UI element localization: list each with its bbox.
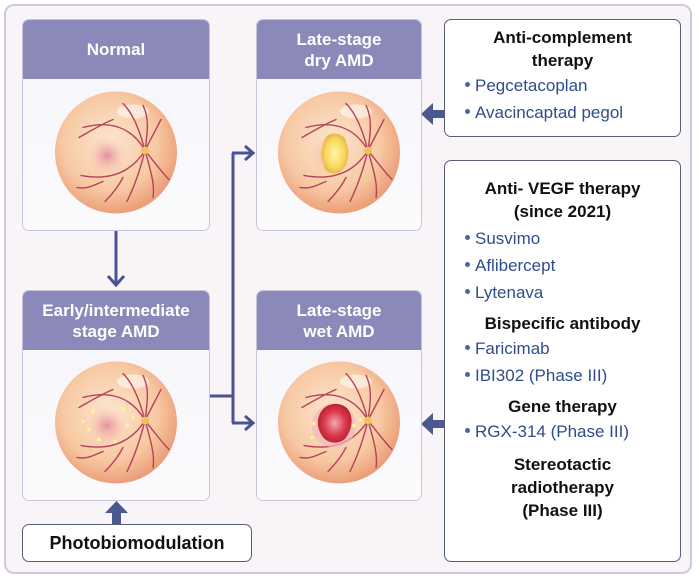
stage-title-line2: stage AMD xyxy=(72,321,160,341)
drug-item: Aflibercept xyxy=(465,252,680,279)
stage-card-normal: Normal xyxy=(22,19,210,231)
stage-header-late-dry: Late-stage dry AMD xyxy=(257,20,421,79)
drug-item: Susvimo xyxy=(465,225,680,252)
bullet-icon xyxy=(465,262,470,268)
stage-title: Normal xyxy=(86,40,146,59)
anti-vegf-title-line1: Anti- VEGF therapy xyxy=(484,179,641,198)
bullet-icon xyxy=(465,235,470,241)
stage-title-line2: dry AMD xyxy=(304,50,374,70)
stage-body-early-intermediate xyxy=(23,350,209,500)
bullet-icon xyxy=(465,345,470,351)
anti-vegf-title-line2: (since 2021) xyxy=(513,202,612,221)
drug-item: Lytenava xyxy=(465,279,680,306)
arrowhead-to-wet xyxy=(244,414,256,432)
stage-header-early-intermediate: Early/intermediate stage AMD xyxy=(23,291,209,350)
arrowhead-to-dry xyxy=(244,144,256,162)
radiotherapy-line3: (Phase III) xyxy=(522,501,603,520)
bispecific-title: Bispecific antibody xyxy=(484,314,641,333)
therapy-title-line2: therapy xyxy=(531,51,594,70)
fundus-early-amd-image xyxy=(55,361,177,484)
arrowhead-normal-to-early xyxy=(106,275,126,288)
drug-item: Avacincaptad pegol xyxy=(465,99,680,126)
stage-card-late-wet: Late-stage wet AMD xyxy=(256,290,422,501)
stage-title-line1: Late-stage xyxy=(296,29,382,49)
bullet-icon xyxy=(465,289,470,295)
bullet-icon xyxy=(465,428,470,434)
stage-header-normal: Normal xyxy=(23,20,209,79)
photobiomodulation-box: Photobiomodulation xyxy=(22,524,252,562)
bullet-icon xyxy=(465,372,470,378)
arrow-wettherapies-to-wet xyxy=(421,413,445,435)
arrow-anticomplement-to-dry xyxy=(421,103,445,125)
stage-title-line2: wet AMD xyxy=(303,321,375,341)
bullet-icon xyxy=(465,109,470,115)
stage-card-late-dry: Late-stage dry AMD xyxy=(256,19,422,231)
stage-header-late-wet: Late-stage wet AMD xyxy=(257,291,421,350)
gene-therapy-title: Gene therapy xyxy=(508,397,617,416)
drug-item: RGX-314 (Phase III) xyxy=(465,418,680,445)
therapy-title-line1: Anti-complement xyxy=(493,28,632,47)
drug-item: Pegcetacoplan xyxy=(465,72,680,99)
stage-card-early-intermediate: Early/intermediate stage AMD xyxy=(22,290,210,501)
radiotherapy-line2: radiotherapy xyxy=(511,478,614,497)
stage-body-late-wet xyxy=(257,350,421,500)
wet-amd-therapies-box: Anti- VEGF therapy (since 2021) Susvimo … xyxy=(444,160,681,562)
fundus-normal-image xyxy=(55,90,177,213)
radiotherapy-line1: Stereotactic xyxy=(513,455,612,474)
anti-complement-therapy-box: Anti-complement therapy Pegcetacoplan Av… xyxy=(444,19,681,137)
fundus-wet-amd-image xyxy=(278,361,400,484)
stage-body-normal xyxy=(23,79,209,230)
arrow-photobiomodulation-to-early xyxy=(105,501,128,525)
photobiomodulation-label: Photobiomodulation xyxy=(49,532,225,553)
fundus-dry-amd-image xyxy=(278,90,400,213)
stage-title-line1: Late-stage xyxy=(296,300,382,320)
stage-title-line1: Early/intermediate xyxy=(42,300,190,320)
stage-body-late-dry xyxy=(257,79,421,230)
bullet-icon xyxy=(465,82,470,88)
drug-item: Faricimab xyxy=(465,335,680,362)
drug-item: IBI302 (Phase III) xyxy=(465,362,680,389)
